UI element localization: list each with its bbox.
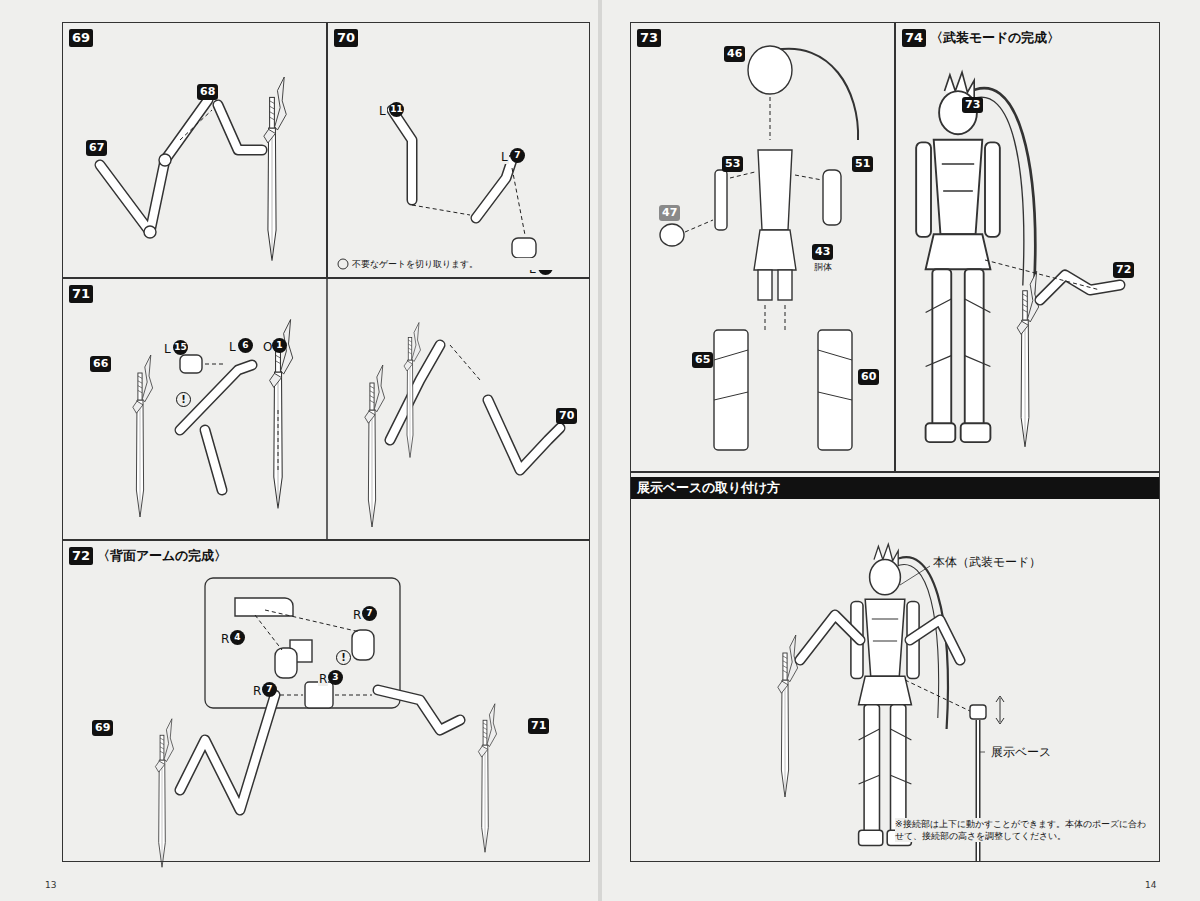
- part-number: 7: [362, 606, 377, 621]
- callout-number: 65: [692, 352, 713, 368]
- part-number: 4: [230, 630, 245, 645]
- section-panel: 展示ベースの取り付け方: [630, 472, 1160, 862]
- part-number: 1: [272, 338, 287, 353]
- callout-number: 46: [724, 46, 745, 62]
- step-number: 73: [637, 29, 661, 47]
- step-panel: 70: [327, 22, 590, 278]
- part-label: L: [378, 104, 387, 118]
- step-panel: 74〈武装モードの完成〉: [895, 22, 1160, 472]
- page-number: 13: [45, 880, 56, 891]
- part-number: 11: [389, 102, 404, 117]
- part-label: L: [500, 150, 509, 164]
- part-label: 胴体: [813, 262, 833, 273]
- part-number: 3: [328, 670, 343, 685]
- part-label: L: [163, 342, 172, 356]
- note-text: 不要なゲートを切り取ります。: [352, 258, 572, 270]
- part-number: 7: [262, 682, 277, 697]
- step-number: 71: [69, 285, 93, 303]
- page-number: 14: [1145, 880, 1156, 891]
- callout-number: 66: [90, 356, 111, 372]
- part-label: 本体（武装モード）: [932, 555, 1042, 569]
- part-label: R: [318, 672, 328, 686]
- callout-number: 71: [528, 718, 549, 734]
- step-number: 70: [334, 29, 358, 47]
- step-heading: 〈背面アームの完成〉: [97, 546, 227, 566]
- step-number: 74: [902, 29, 926, 47]
- step-panel: 71: [62, 278, 590, 540]
- part-label: R: [220, 632, 230, 646]
- callout-number: 68: [197, 84, 218, 100]
- note-text: ※接続部は上下に動かすことができます。本体のポーズに合わせて、接続部の高さを調整…: [895, 818, 1153, 842]
- callout-number: 73: [962, 97, 983, 113]
- part-number: 6: [238, 338, 253, 353]
- part-number: 7: [510, 148, 525, 163]
- step-number: 72: [69, 547, 93, 565]
- callout-number: 53: [722, 156, 743, 172]
- callout-number: 67: [86, 140, 107, 156]
- part-label: L: [228, 340, 237, 354]
- caution-mark: !: [176, 392, 191, 407]
- step-number: 69: [69, 29, 93, 47]
- caution-mark: !: [336, 650, 351, 665]
- section-heading: 展示ベースの取り付け方: [631, 477, 1159, 499]
- part-label: 展示ベース: [990, 745, 1052, 759]
- part-number: 15: [173, 340, 188, 355]
- step-heading: 〈武装モードの完成〉: [930, 28, 1060, 48]
- callout-number: 51: [852, 156, 873, 172]
- part-label: R: [252, 684, 262, 698]
- callout-number: 60: [858, 369, 879, 385]
- part-label: R: [352, 608, 362, 622]
- callout-number: 69: [92, 720, 113, 736]
- step-panel: 73: [630, 22, 895, 472]
- callout-number: 70: [556, 408, 577, 424]
- step-panel: 72〈背面アームの完成〉: [62, 540, 590, 862]
- callout-number: 47: [659, 205, 680, 221]
- callout-number: 43: [812, 244, 833, 260]
- callout-number: 72: [1113, 262, 1134, 278]
